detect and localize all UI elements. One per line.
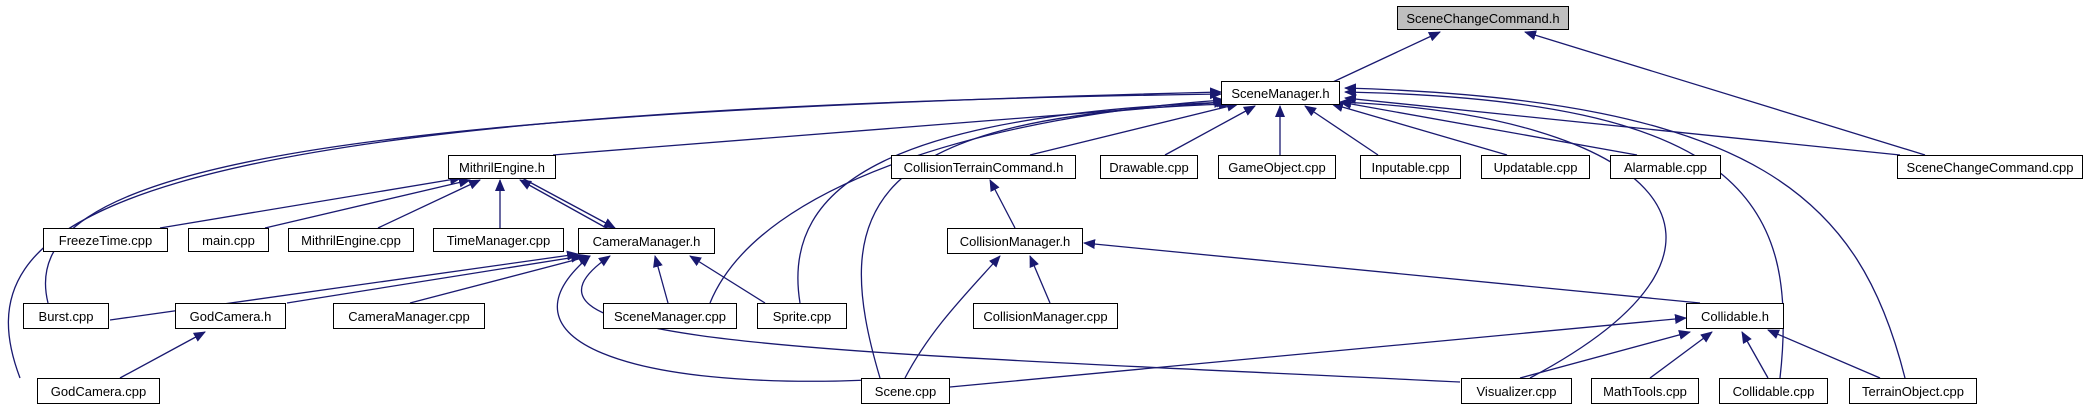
node-scene-change-command-h: SceneChangeCommand.h bbox=[1397, 6, 1569, 30]
edge bbox=[377, 179, 481, 229]
node-sprite-cpp[interactable]: Sprite.cpp bbox=[757, 303, 847, 329]
node-collision-manager-cpp[interactable]: CollisionManager.cpp bbox=[973, 303, 1118, 329]
edge bbox=[1319, 31, 1441, 89]
edge bbox=[44, 87, 1222, 304]
edge bbox=[264, 177, 471, 229]
node-mithril-engine-cpp[interactable]: MithrilEngine.cpp bbox=[288, 228, 414, 252]
node-drawable-cpp[interactable]: Drawable.cpp bbox=[1100, 155, 1198, 179]
edge bbox=[1029, 101, 1239, 156]
node-mithril-engine-h[interactable]: MithrilEngine.h bbox=[448, 155, 556, 179]
node-updatable-cpp[interactable]: Updatable.cpp bbox=[1481, 155, 1590, 179]
edge bbox=[7, 89, 1222, 379]
node-freeze-time-cpp[interactable]: FreezeTime.cpp bbox=[43, 228, 168, 252]
edge bbox=[860, 99, 1231, 379]
edge bbox=[1344, 83, 1906, 379]
edge bbox=[797, 97, 1229, 304]
edge bbox=[1083, 239, 1701, 304]
edge bbox=[1331, 102, 1508, 156]
node-alarmable-cpp[interactable]: Alarmable.cpp bbox=[1610, 155, 1721, 179]
edge bbox=[1339, 99, 1638, 156]
edge bbox=[1344, 94, 1901, 156]
edge bbox=[904, 255, 1001, 379]
node-inputable-cpp[interactable]: Inputable.cpp bbox=[1360, 155, 1461, 179]
node-camera-manager-h[interactable]: CameraManager.h bbox=[578, 228, 715, 254]
edge bbox=[521, 177, 616, 229]
edge bbox=[580, 255, 1461, 383]
node-scene-manager-h[interactable]: SceneManager.h bbox=[1221, 81, 1340, 105]
edge bbox=[1344, 87, 1785, 379]
edge bbox=[989, 179, 1016, 229]
node-math-tools-cpp[interactable]: MathTools.cpp bbox=[1591, 378, 1699, 404]
node-camera-manager-cpp[interactable]: CameraManager.cpp bbox=[333, 303, 485, 329]
edge bbox=[653, 255, 669, 304]
edge bbox=[1519, 330, 1691, 379]
edge bbox=[1304, 105, 1379, 156]
node-main-cpp[interactable]: main.cpp bbox=[188, 228, 269, 252]
edge bbox=[556, 255, 871, 382]
node-collision-terrain-command-h[interactable]: CollisionTerrainCommand.h bbox=[891, 155, 1076, 179]
edge bbox=[159, 174, 462, 229]
node-collidable-cpp[interactable]: Collidable.cpp bbox=[1719, 378, 1828, 404]
node-burst-cpp[interactable]: Burst.cpp bbox=[23, 303, 109, 329]
edge bbox=[519, 179, 611, 231]
edge bbox=[119, 331, 206, 379]
node-god-camera-h[interactable]: GodCamera.h bbox=[175, 303, 286, 329]
edge bbox=[409, 253, 591, 304]
edge bbox=[1649, 331, 1713, 379]
edge bbox=[949, 314, 1687, 388]
edge bbox=[1029, 255, 1051, 304]
node-scene-cpp[interactable]: Scene.cpp bbox=[861, 378, 950, 404]
edge bbox=[709, 95, 1225, 304]
node-scene-change-command-cpp[interactable]: SceneChangeCommand.cpp bbox=[1897, 155, 2083, 179]
node-time-manager-cpp[interactable]: TimeManager.cpp bbox=[433, 228, 564, 252]
node-collision-manager-h[interactable]: CollisionManager.h bbox=[947, 228, 1083, 254]
node-collidable-h[interactable]: Collidable.h bbox=[1686, 303, 1784, 329]
node-terrain-object-cpp[interactable]: TerrainObject.cpp bbox=[1849, 378, 1977, 404]
edge bbox=[286, 252, 583, 304]
node-game-object-cpp[interactable]: GameObject.cpp bbox=[1218, 155, 1336, 179]
edge bbox=[1741, 331, 1769, 379]
edge bbox=[1524, 30, 1926, 156]
node-visualizer-cpp[interactable]: Visualizer.cpp bbox=[1461, 378, 1572, 404]
edge bbox=[1164, 105, 1256, 156]
node-scene-manager-cpp[interactable]: SceneManager.cpp bbox=[603, 303, 737, 329]
node-god-camera-cpp[interactable]: GodCamera.cpp bbox=[37, 378, 160, 404]
edge bbox=[1339, 97, 1667, 379]
edge bbox=[689, 255, 766, 304]
edge bbox=[1767, 329, 1881, 379]
